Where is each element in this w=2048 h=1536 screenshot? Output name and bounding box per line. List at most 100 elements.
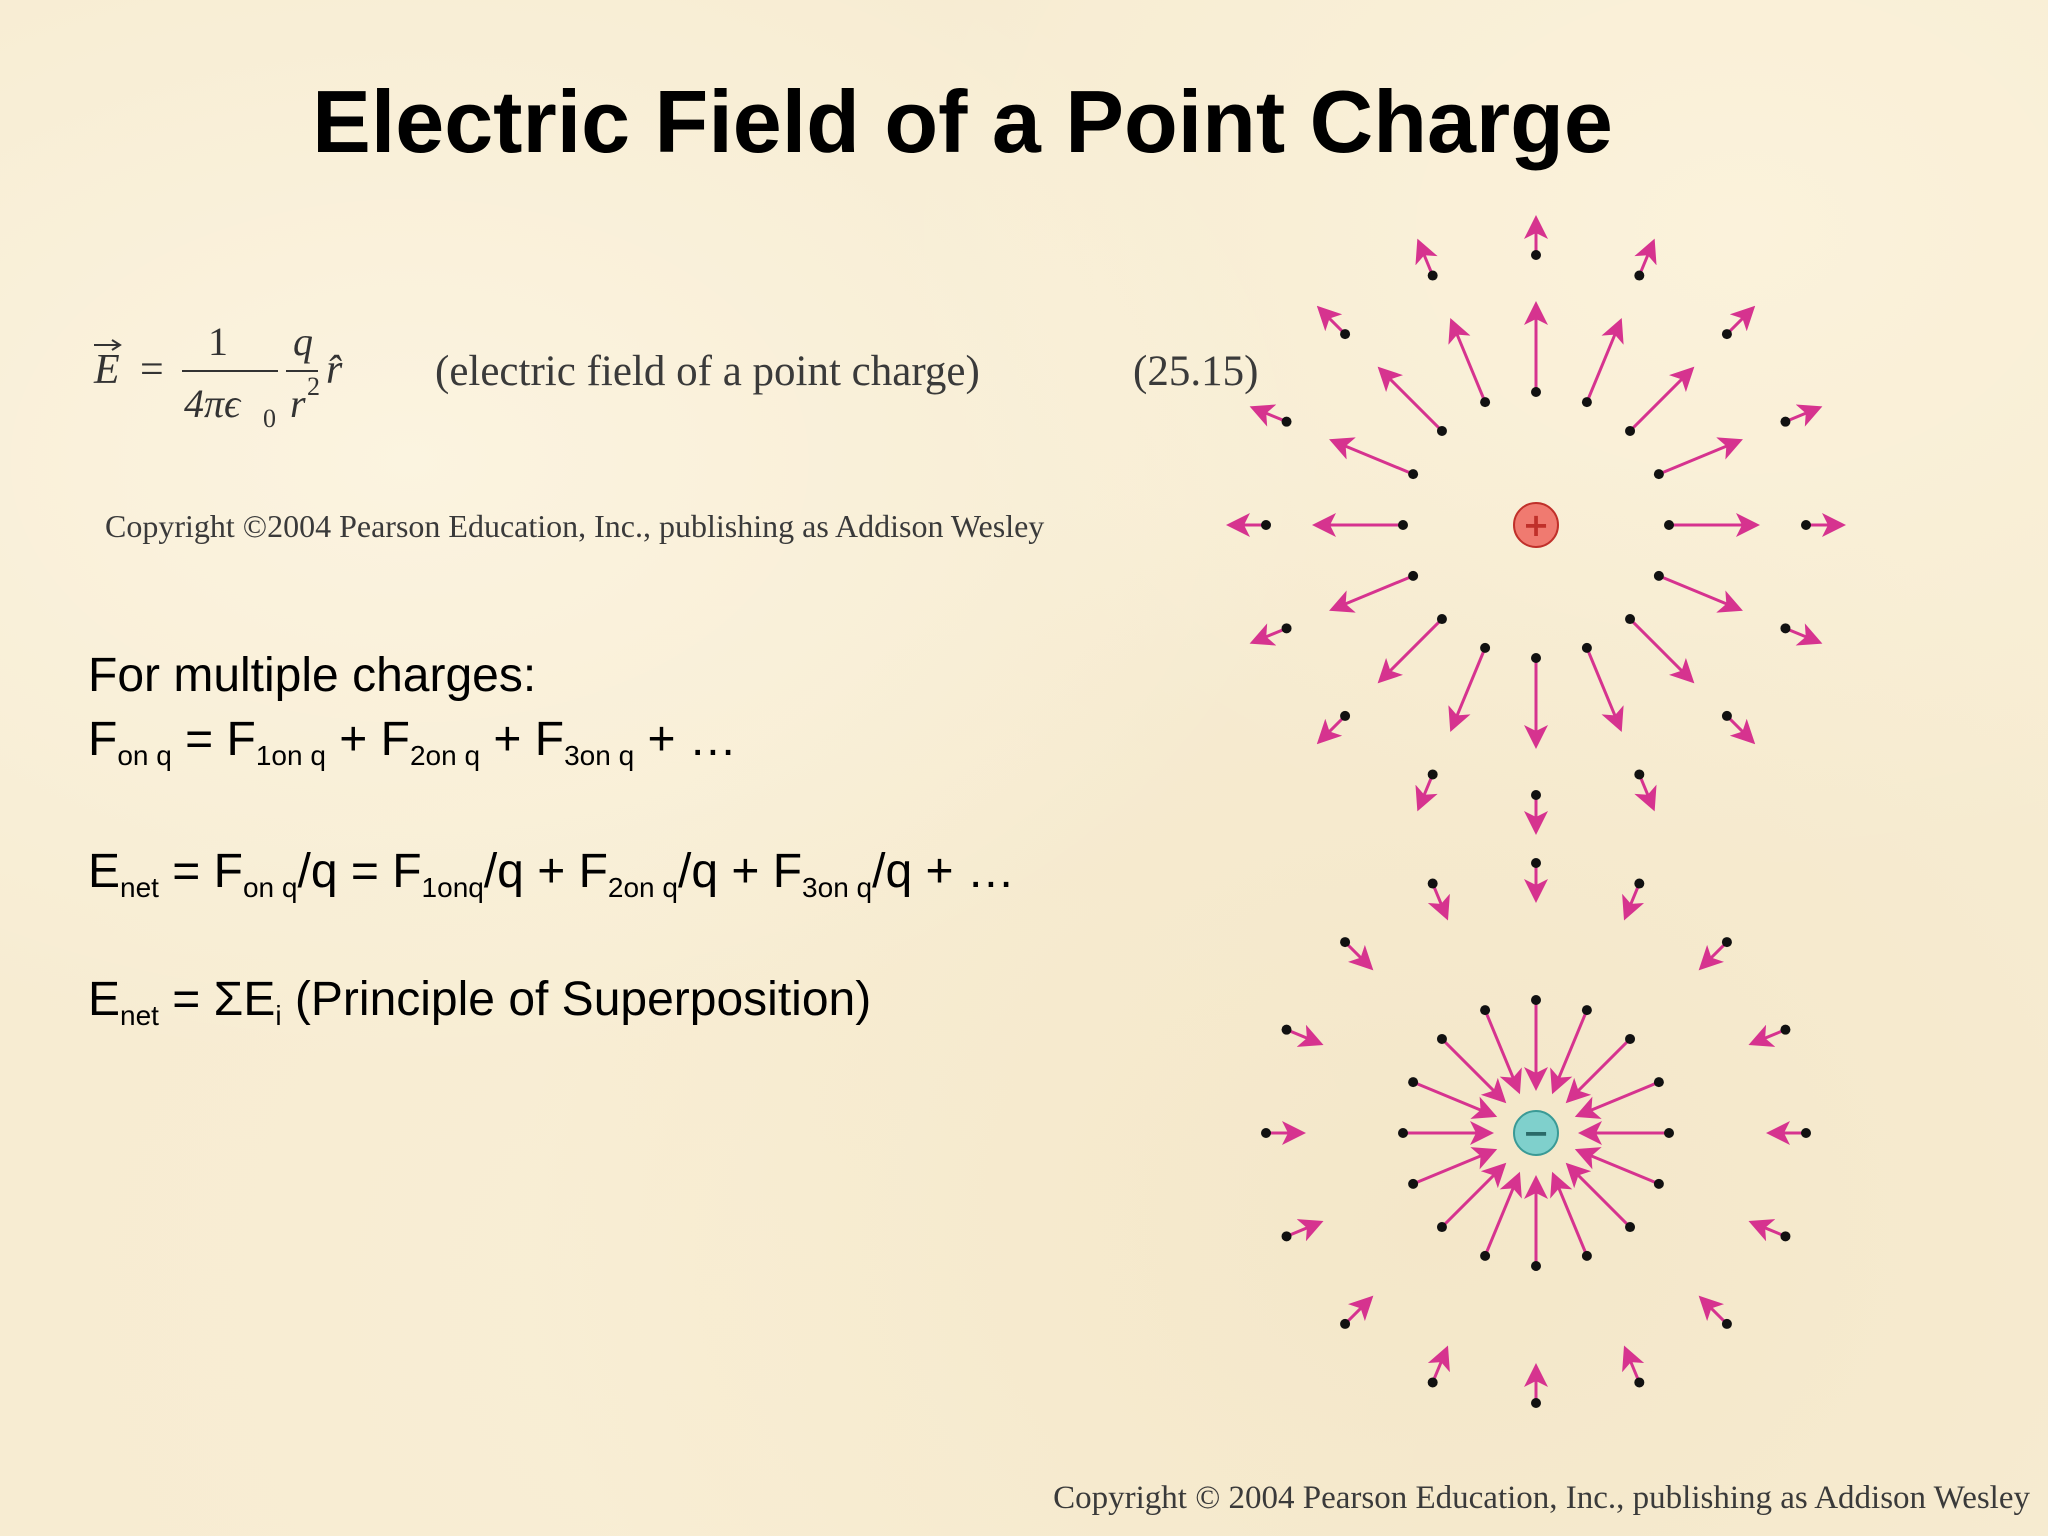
field-point-dot xyxy=(1340,1318,1351,1329)
field-point-dot xyxy=(1780,1231,1791,1242)
field-vector-arrow xyxy=(1440,1037,1507,1104)
field-equation: E = 1 4πϵ 0 q r 2 r̂ (electric field of … xyxy=(90,315,1290,435)
field-vector-arrow xyxy=(1658,574,1743,613)
field-vector-arrow xyxy=(1285,1219,1324,1242)
field-vector-arrow xyxy=(1415,773,1438,812)
field-vector-arrow xyxy=(1634,238,1657,277)
field-point-dot xyxy=(1653,570,1664,581)
field-vector-arrow xyxy=(1329,574,1414,613)
eq-subscript: on q xyxy=(242,872,298,903)
slide-title: Electric Field of a Point Charge xyxy=(312,72,1613,171)
field-point-dot xyxy=(1408,1178,1419,1189)
eq-text: E xyxy=(88,845,121,898)
field-vector-arrow xyxy=(1249,623,1288,646)
eq-denominator-2: r xyxy=(290,381,306,426)
field-vector-arrow xyxy=(1427,1345,1450,1384)
field-point-dot xyxy=(1634,878,1645,889)
field-vector-arrow xyxy=(1574,1147,1660,1186)
positive-charge-field xyxy=(1226,215,1846,835)
field-vector-arrow xyxy=(1725,305,1756,336)
field-point-dot xyxy=(1634,769,1645,780)
eq-text: = F xyxy=(158,845,243,898)
field-point-dot xyxy=(1721,937,1732,948)
field-vector-arrow xyxy=(1440,1162,1507,1229)
field-point-dot xyxy=(1281,1231,1292,1242)
negative-charge xyxy=(1513,1110,1559,1156)
eq-subscript: 3on q xyxy=(802,872,873,903)
eq-text: /q + … xyxy=(872,845,1015,898)
field-vector-arrow xyxy=(1748,1219,1787,1242)
field-point-dot xyxy=(1531,1261,1541,1271)
eq-subscript: net xyxy=(120,1000,159,1031)
vector-arrow-head xyxy=(111,339,122,351)
eq-text: F xyxy=(88,713,118,766)
eq-subscript: 1on q xyxy=(255,740,326,771)
field-vector-arrow xyxy=(1412,1147,1498,1186)
field-point-dot xyxy=(1261,520,1271,530)
field-point-dot xyxy=(1581,397,1592,408)
field-point-dot xyxy=(1427,878,1438,889)
field-point-dot xyxy=(1625,425,1636,436)
field-point-dot xyxy=(1531,653,1541,663)
field-vector-arrow xyxy=(1483,1009,1522,1095)
field-point-dot xyxy=(1436,1222,1447,1233)
eq-subscript: i xyxy=(275,1000,282,1031)
field-point-dot xyxy=(1581,1250,1592,1261)
field-vector-arrow xyxy=(1565,1162,1632,1229)
eq-epsilon-subscript: 0 xyxy=(263,404,276,433)
field-vector-arrow xyxy=(1448,318,1487,403)
eq-denominator-1: 4πϵ xyxy=(184,381,242,426)
eq-text: /q + F xyxy=(483,845,608,898)
field-vector-arrow xyxy=(1574,1080,1660,1119)
field-vector-arrow xyxy=(1585,647,1624,732)
field-point-dot xyxy=(1780,623,1791,634)
field-point-dot xyxy=(1625,1222,1636,1233)
field-vector-arrow xyxy=(1634,773,1657,812)
positive-charge xyxy=(1513,502,1559,548)
field-vector-arrow xyxy=(1628,366,1695,433)
field-vector-arrow xyxy=(1622,1345,1645,1384)
field-diagram: + − xyxy=(1190,200,1890,1425)
field-point-dot xyxy=(1664,1128,1674,1138)
eq-text: (Principle of Superposition) xyxy=(281,973,872,1026)
field-point-dot xyxy=(1531,995,1541,1005)
field-vector-arrow xyxy=(1698,941,1728,971)
field-point-dot xyxy=(1281,416,1292,427)
field-point-dot xyxy=(1721,1318,1732,1329)
field-vector-arrow xyxy=(1316,714,1347,745)
negative-charge-field xyxy=(1261,858,1811,1408)
field-point-dot xyxy=(1427,270,1438,281)
field-vector-arrow xyxy=(1784,623,1823,646)
field-point-dot xyxy=(1281,623,1292,634)
field-point-dot xyxy=(1531,387,1541,397)
eq-subscript: on q xyxy=(117,740,172,771)
field-point-dot xyxy=(1261,1128,1271,1138)
field-point-dot xyxy=(1436,614,1447,625)
eq-text: /q = F xyxy=(297,845,422,898)
field-point-dot xyxy=(1653,1178,1664,1189)
eq-subscript: 2on q xyxy=(607,872,678,903)
eq-text: = ΣE xyxy=(158,973,276,1026)
field-vector-arrow xyxy=(1344,941,1374,971)
field-vector-arrow xyxy=(1565,1037,1632,1104)
field-point-dot xyxy=(1634,1377,1645,1388)
eq-subscript: 1onq xyxy=(421,872,484,903)
field-point-dot xyxy=(1340,329,1351,340)
field-point-dot xyxy=(1634,270,1645,281)
field-point-dot xyxy=(1780,416,1791,427)
field-vector-arrow xyxy=(1658,437,1743,476)
field-point-dot xyxy=(1340,937,1351,948)
equation-svg: E = 1 4πϵ 0 q r 2 r̂ xyxy=(93,319,343,433)
field-vector-arrow xyxy=(1412,1080,1498,1119)
field-vector-arrow xyxy=(1249,404,1288,427)
field-point-dot xyxy=(1801,1128,1811,1138)
field-point-dot xyxy=(1581,642,1592,653)
field-point-dot xyxy=(1480,1005,1491,1016)
field-point-dot xyxy=(1531,1398,1541,1408)
field-vector-arrow xyxy=(1725,714,1756,745)
field-point-dot xyxy=(1427,769,1438,780)
field-vector-arrow xyxy=(1585,318,1624,403)
superposition-equation: Enet = ΣEi (Principle of Superposition) xyxy=(88,970,871,1030)
eq-text: + F xyxy=(325,713,410,766)
field-vector-arrow xyxy=(1784,404,1823,427)
